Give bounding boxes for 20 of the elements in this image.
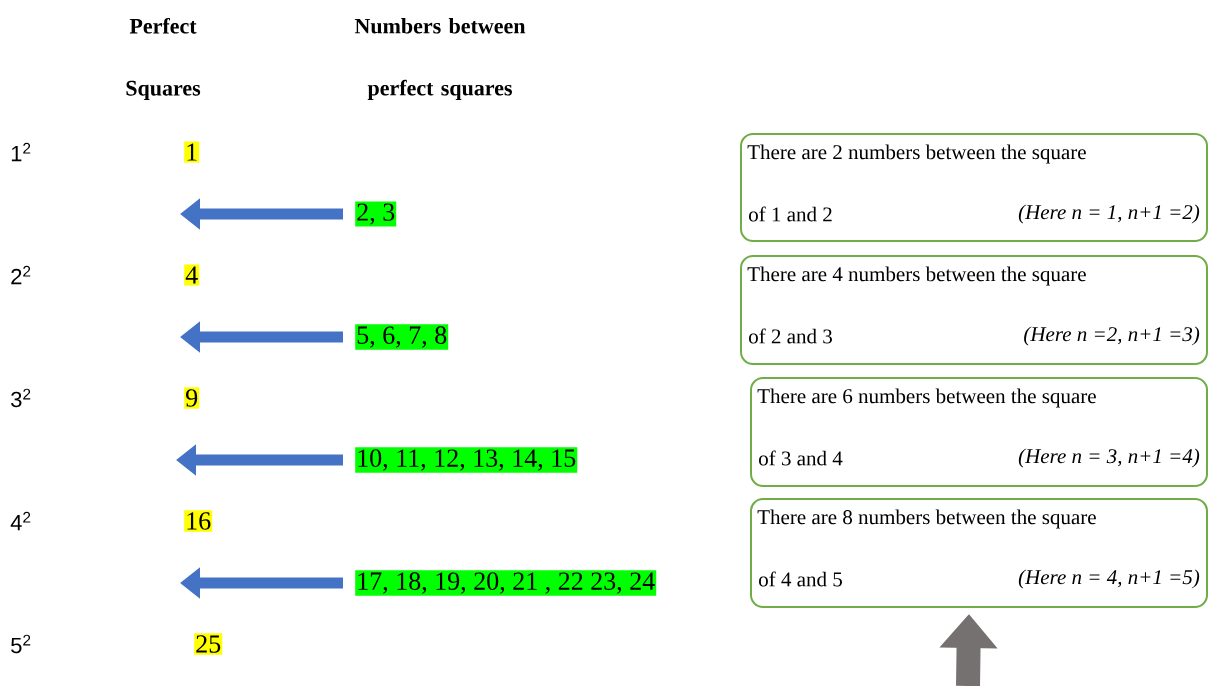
note-box: There are 2 numbers between the square of 1 and 2 (Here n = 1, n+1 =2): [740, 133, 1208, 242]
number-list: 2, 3: [355, 201, 397, 227]
perfect-square-number: 16: [184, 510, 213, 532]
note-box: There are 8 numbers between the square of 4 and 5 (Here n = 4, n+1 =5): [750, 498, 1208, 608]
power-label: 5$^{2}$: [11, 634, 31, 654]
perfect-square-number: 1: [184, 141, 200, 163]
power-label: 1$^{2}$: [11, 142, 31, 162]
note-box: There are 6 numbers between the square of 3 and 4 (Here n = 3, n+1 =4): [750, 377, 1208, 487]
column-heading: Perfect Squares: [126, 17, 201, 101]
perfect-square-number: 9: [184, 387, 200, 409]
number-list: 17, 18, 19, 20, 21 , 22 23, 24: [355, 570, 657, 596]
power-label: 4$^{2}$: [10, 511, 31, 531]
number-list: 10, 11, 12, 13, 14, 15: [355, 447, 578, 473]
column-heading: Numbers between perfect squares: [354, 18, 526, 100]
power-label: 2$^{2}$: [11, 265, 31, 285]
perfect-square-number: 4: [184, 264, 200, 286]
perfect-square-number: 25: [194, 633, 223, 655]
power-label: 3$^{2}$: [11, 388, 31, 408]
note-box: There are 4 numbers between the square of 2 and 3 (Here n =2, n+1 =3): [740, 255, 1208, 365]
number-list: 5, 6, 7, 8: [355, 324, 449, 350]
